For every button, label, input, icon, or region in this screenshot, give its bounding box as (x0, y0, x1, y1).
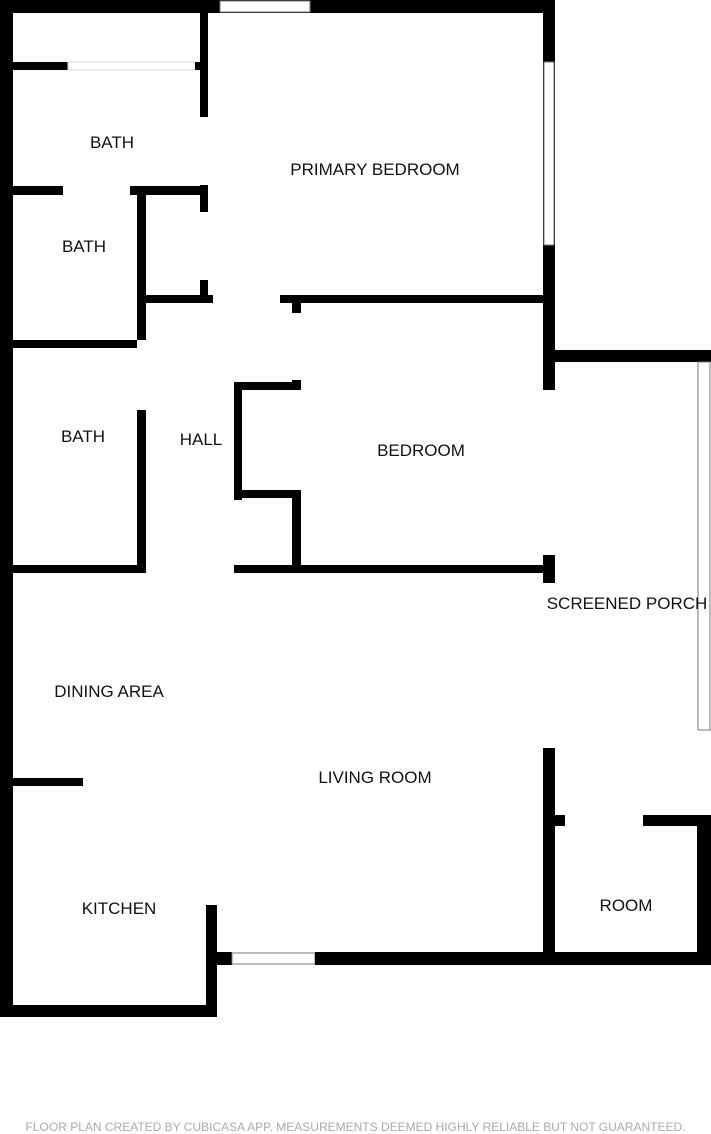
window (231, 952, 316, 965)
room-label-screened-porch: SCREENED PORCH (546, 594, 708, 613)
window (543, 61, 555, 246)
room-label-room: ROOM (599, 896, 653, 915)
room-label-hall: HALL (179, 430, 223, 449)
room-label-bath: BATH (60, 427, 106, 446)
room-label-primary-bedroom: PRIMARY BEDROOM (290, 160, 460, 179)
room-label-dining-area: DINING AREA (54, 682, 164, 701)
window (219, 0, 311, 13)
room-label-bath: BATH (89, 133, 135, 152)
room-label-bedroom: BEDROOM (377, 441, 465, 460)
footer-disclaimer: FLOOR PLAN CREATED BY CUBICASA APP. MEAS… (25, 1120, 686, 1134)
window (697, 361, 711, 731)
room-label-living-room: LIVING ROOM (318, 768, 432, 787)
room-label-bath: BATH (61, 237, 107, 256)
room-label-kitchen: KITCHEN (81, 899, 157, 918)
